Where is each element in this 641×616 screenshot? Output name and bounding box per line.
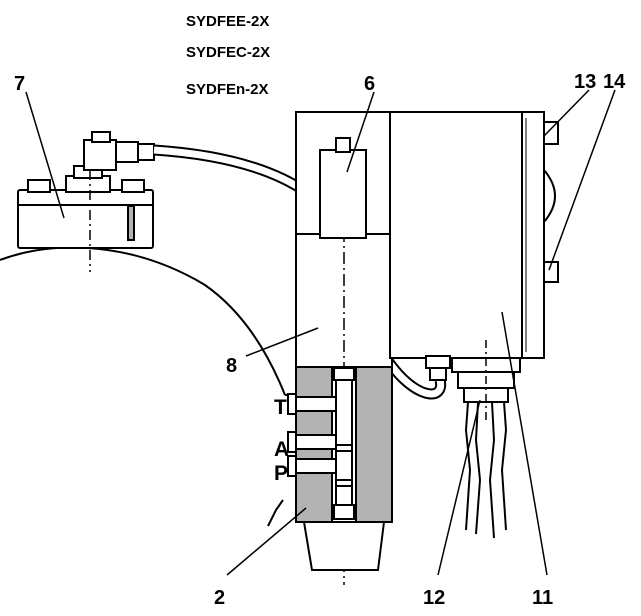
port-label-p: P (274, 462, 288, 485)
connector-12 (451, 340, 521, 539)
port-channels (287, 393, 337, 477)
pump-housing (0, 246, 292, 527)
callout-2: 2 (214, 587, 225, 609)
bottom-plug (302, 521, 386, 571)
callout-7: 7 (14, 73, 25, 95)
callout-numbers: 7 6 13 14 8 2 12 11 (14, 71, 626, 609)
port-label-a: A (274, 438, 289, 461)
sensor-connector (83, 131, 155, 171)
port-labels: T A P (274, 396, 289, 485)
solenoid-housing-6 (295, 111, 393, 239)
callout-8: 8 (226, 355, 237, 377)
callout-14: 14 (603, 71, 626, 93)
callout-6: 6 (364, 73, 375, 95)
electronics-box-11 (389, 111, 559, 359)
model-titles: SYDFEE-2X SYDFEC-2X SYDFEn-2X (186, 13, 270, 98)
callout-13: 13 (574, 71, 596, 93)
title-sydfee: SYDFEE-2X (186, 13, 269, 30)
callout-11: 11 (532, 587, 553, 609)
callout-12: 12 (423, 587, 445, 609)
title-sydfen: SYDFEn-2X (186, 81, 269, 98)
port-label-t: T (274, 396, 287, 419)
title-sydfec: SYDFEC-2X (186, 44, 270, 61)
leader-lines (25, 89, 616, 576)
cable-gland (425, 355, 451, 381)
